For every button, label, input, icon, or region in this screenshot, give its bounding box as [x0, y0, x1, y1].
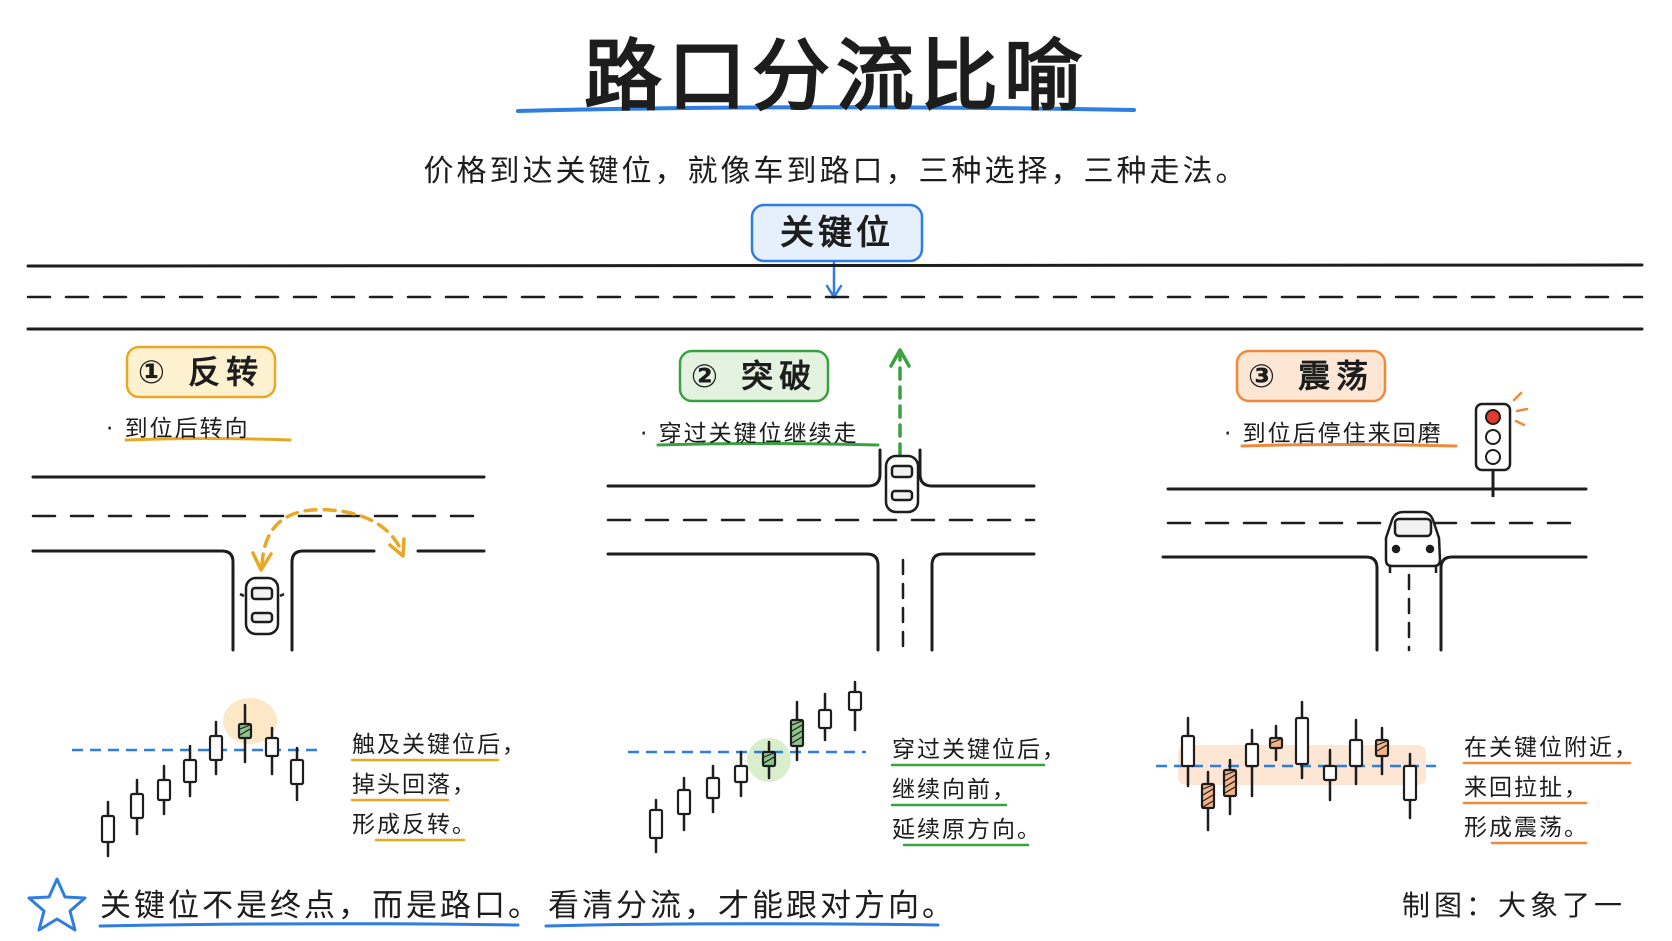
tag-reversal: ① 反转 — [127, 348, 275, 396]
footer-underline-1 — [98, 922, 520, 928]
candles-breakout — [648, 680, 863, 854]
candlestick — [1180, 716, 1196, 788]
candlestick — [1200, 770, 1216, 832]
desc-reversal: 触及关键位后， 掉头回落， 形成反转。 — [352, 731, 527, 839]
candles-range — [1180, 700, 1418, 832]
uturn-arrow-head-right — [388, 537, 406, 558]
breakout-junction — [606, 448, 1036, 652]
candlestick — [1374, 726, 1390, 776]
credit-text: 制图：大象了一 — [1402, 889, 1627, 922]
candlestick — [1402, 752, 1418, 820]
tag-box-breakout — [678, 349, 830, 403]
candlestick — [289, 746, 305, 802]
breakout-arrow-head — [889, 348, 911, 368]
candlestick — [1222, 758, 1238, 816]
desc-breakout: 穿过关键位后， 继续向前， 延续原方向。 — [892, 736, 1067, 844]
desc-underlines-reversal — [350, 758, 500, 842]
candlestick — [208, 720, 224, 776]
page-title: 路口分流比喻 — [583, 32, 1088, 122]
tag-number: ③ — [1247, 357, 1281, 395]
candlestick — [789, 700, 805, 762]
main-road — [26, 263, 1644, 331]
tag-box-reversal — [125, 345, 277, 399]
desc-line: 继续向前， — [892, 777, 1017, 803]
desc-line: 穿过关键位后， — [892, 737, 1067, 763]
candlestick — [817, 692, 833, 742]
footer-part-1: 关键位不是终点，而是路口。 — [100, 888, 542, 924]
candlestick — [129, 778, 145, 836]
footer-underline-2 — [544, 922, 940, 928]
desc-underlines-breakout — [890, 763, 1046, 847]
candlestick — [648, 798, 664, 854]
candlestick — [1244, 728, 1260, 798]
desc-line: 形成反转。 — [352, 812, 477, 838]
candlestick — [1294, 700, 1310, 780]
tag-label: 反转 — [188, 353, 265, 391]
desc-line: 来回拉扯， — [1464, 775, 1589, 801]
reversal-highlight — [223, 698, 277, 744]
note-range: · 到位后停住来回磨 — [1224, 421, 1443, 447]
candlestick — [733, 750, 749, 798]
tag-label: 突破 — [741, 357, 818, 395]
desc-line: 掉头回落， — [352, 772, 477, 798]
candlestick — [705, 764, 721, 814]
candles-reversal — [100, 703, 305, 858]
candlestick — [1322, 748, 1338, 802]
candlestick — [847, 680, 863, 732]
note-underline-breakout — [656, 442, 880, 447]
note-breakout: · 穿过关键位继续走 — [640, 421, 859, 447]
footer-message: 关键位不是终点，而是路口。看清分流，才能跟对方向。 — [100, 880, 956, 925]
range-junction — [1161, 487, 1588, 652]
candlestick — [1268, 724, 1284, 762]
desc-line: 触及关键位后， — [352, 732, 527, 758]
uturn-arrow-head-left — [251, 551, 273, 572]
note-underline-range — [1240, 443, 1458, 448]
tag-label: 震荡 — [1298, 357, 1375, 395]
note-reversal: · 到位后转向 — [106, 416, 250, 442]
star-icon — [27, 877, 87, 932]
candlestick — [1348, 718, 1364, 786]
tag-number: ② — [690, 357, 724, 395]
traffic-light-icon — [1474, 391, 1529, 497]
tag-breakout: ② 突破 — [680, 352, 828, 400]
candlestick — [156, 764, 172, 816]
desc-line: 形成震荡。 — [1464, 815, 1589, 841]
candlestick — [100, 800, 116, 858]
key-level-label: 关键位 — [780, 213, 894, 253]
car-range — [1384, 510, 1442, 573]
car-breakout — [884, 454, 920, 514]
desc-line: 在关键位附近， — [1464, 735, 1639, 761]
title-underline — [516, 105, 1136, 113]
uturn-arrow — [260, 507, 404, 567]
tag-box-range — [1235, 349, 1387, 403]
desc-range: 在关键位附近， 来回拉扯， 形成震荡。 — [1464, 734, 1639, 842]
desc-underlines-range — [1462, 761, 1632, 845]
car-reversal — [239, 576, 285, 636]
note-underline-reversal — [124, 437, 292, 442]
candlestick — [182, 744, 198, 798]
tag-number: ① — [137, 353, 171, 391]
tag-range: ③ 震荡 — [1237, 352, 1385, 400]
candlestick — [676, 776, 692, 832]
page-subtitle: 价格到达关键位，就像车到路口，三种选择，三种走法。 — [423, 154, 1249, 189]
desc-line: 延续原方向。 — [892, 817, 1042, 843]
key-level-box — [750, 203, 924, 263]
candlestick — [761, 740, 777, 780]
candlestick — [264, 726, 280, 776]
candlestick — [237, 703, 253, 764]
reversal-junction — [31, 475, 486, 652]
footer-part-2: 看清分流，才能跟对方向。 — [548, 888, 956, 924]
